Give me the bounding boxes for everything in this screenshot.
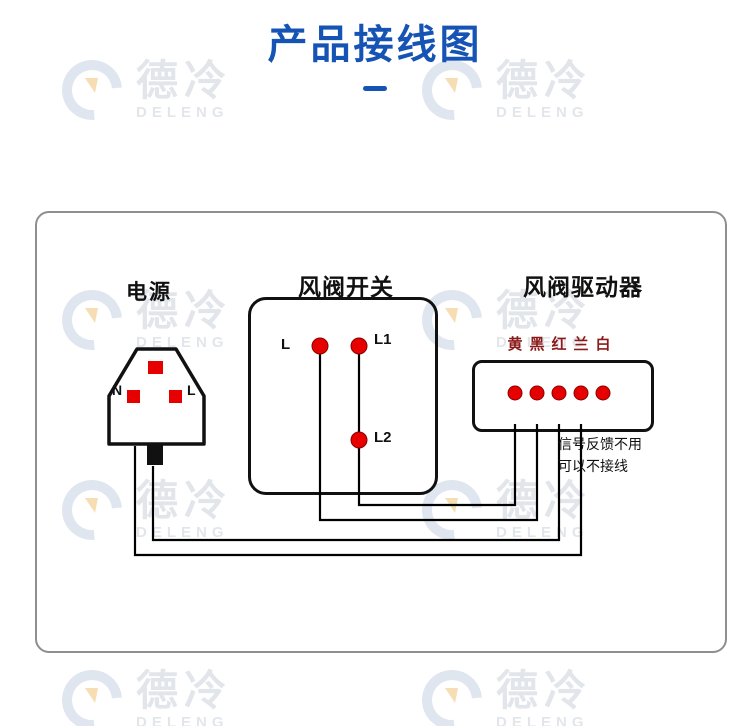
- wire-color-label-black: 黑: [529, 336, 545, 353]
- deleng-logo-icon: [49, 657, 135, 726]
- driver-note-line1: 信号反馈不用: [558, 436, 642, 452]
- plug-pin-l-label: L: [187, 382, 196, 398]
- diagram-panel: [35, 211, 727, 653]
- switch-terminal-label-l1: L1: [374, 331, 392, 348]
- deleng-logo-icon: [409, 657, 495, 726]
- wire-color-label-blue: 兰: [573, 336, 589, 353]
- wire-color-label-yellow: 黄: [507, 336, 523, 353]
- title-underline: [363, 86, 387, 91]
- valve-switch-box: [248, 297, 438, 495]
- driver-note: 信号反馈不用 可以不接线: [558, 433, 642, 477]
- plug-pin-n-label: N: [112, 382, 123, 398]
- valve-switch-label: 风阀开关: [298, 274, 394, 300]
- page-title: 产品接线图: [267, 23, 483, 67]
- valve-driver-label: 风阀驱动器: [523, 274, 643, 300]
- power-label: 电源: [126, 281, 172, 304]
- wire-color-label-white: 白: [595, 336, 611, 353]
- watermark-en: DELENG: [136, 103, 229, 121]
- switch-terminal-label-l2: L2: [374, 429, 392, 446]
- valve-driver-box: [472, 360, 654, 432]
- switch-terminal-label-l: L: [281, 336, 291, 353]
- driver-note-line2: 可以不接线: [558, 458, 628, 474]
- wire-color-label-red: 红: [551, 336, 567, 353]
